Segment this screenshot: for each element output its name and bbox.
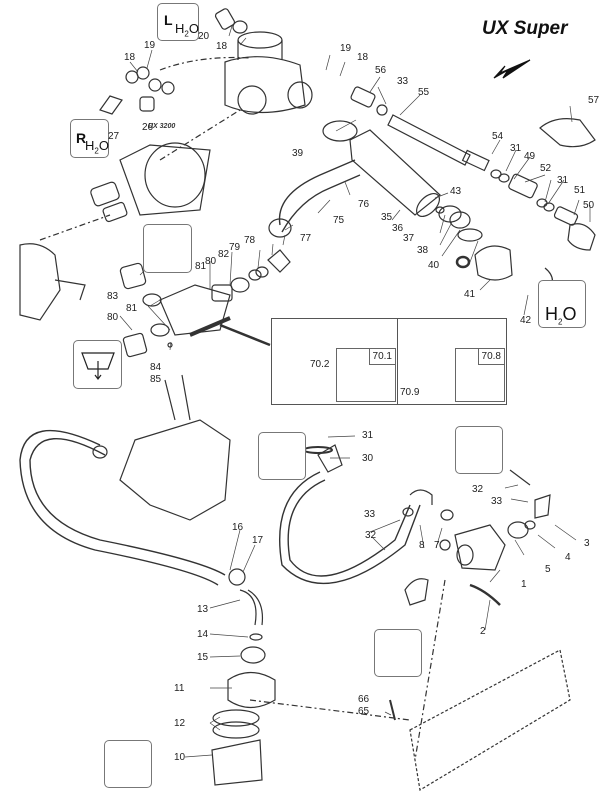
part-label: 39 — [292, 148, 304, 159]
part-label: 1 — [521, 579, 527, 590]
part-label: 3 — [584, 538, 590, 549]
part-label: 37 — [403, 233, 415, 244]
part-label: 14 — [197, 629, 209, 640]
valve-block — [224, 31, 313, 115]
part-label: 54 — [492, 131, 504, 142]
part-label: 19 — [340, 43, 352, 54]
part-label: 81 — [126, 303, 138, 314]
part-label: 11 — [174, 683, 185, 694]
part-label: 80 — [107, 312, 119, 323]
part-label: 49 — [524, 151, 536, 162]
part-label: 52 — [540, 163, 552, 174]
part-label: 2 — [480, 626, 486, 637]
part-label: 18 — [357, 52, 369, 63]
part-label: 18 — [124, 52, 136, 63]
part-label: 19 — [144, 40, 156, 51]
part-label: 32 — [365, 530, 377, 541]
fitting-detail-icon — [143, 224, 192, 273]
model-note: UX 3200 — [148, 123, 176, 130]
part-label: 77 — [300, 233, 312, 244]
part-label: 70.9 — [400, 387, 420, 398]
part-label: 84 — [150, 362, 162, 373]
h2o-label: H2O — [85, 138, 109, 156]
part-label: 36 — [392, 223, 404, 234]
part-label: 17 — [252, 535, 264, 546]
valve-variant-a: 70.1 — [271, 318, 399, 405]
part-label: 81 — [195, 261, 207, 272]
part-label: 13 — [197, 604, 209, 615]
part-label: 70.2 — [310, 359, 330, 370]
part-label: 57 — [588, 95, 600, 106]
part-label: 80 — [205, 256, 217, 267]
part-label: 33 — [397, 76, 409, 87]
part-label: 30 — [362, 453, 374, 464]
spare-kit-b: 70.8 — [455, 348, 505, 402]
direction-arrow-icon — [493, 59, 531, 79]
part-label: 26 — [142, 122, 154, 133]
part-label: 56 — [375, 65, 387, 76]
part-label: 66 — [358, 694, 370, 705]
part-label: 79 — [229, 242, 241, 253]
part-label: 31 — [362, 430, 374, 441]
filter-icon — [258, 432, 306, 480]
part-label: 7 — [434, 540, 440, 551]
part-label: 75 — [333, 215, 345, 226]
part-label: 82 — [218, 249, 230, 260]
part-label: 78 — [244, 235, 256, 246]
h2o-label: H2O — [175, 21, 199, 39]
part-label: 4 — [565, 552, 571, 563]
part-label: 20 — [198, 31, 210, 42]
product-title: UX Super — [482, 18, 568, 39]
part-label: 40 — [428, 260, 440, 271]
part-label: 33 — [491, 496, 503, 507]
right-water-icon: R H2O — [70, 119, 109, 158]
part-label: 8 — [419, 540, 425, 551]
part-label: 16 — [232, 522, 244, 533]
part-label: 50 — [583, 200, 595, 211]
part-label: 15 — [197, 652, 209, 663]
part-label: 27 — [108, 131, 120, 142]
part-label: 76 — [358, 199, 370, 210]
part-label: 38 — [417, 245, 429, 256]
spare-kit-a: 70.1 — [336, 348, 396, 402]
drain-icon — [73, 340, 122, 389]
part-label: 43 — [450, 186, 462, 197]
part-label: 35 — [381, 212, 393, 223]
part-label: 51 — [574, 185, 586, 196]
part-label: 42 — [520, 315, 532, 326]
circulation-icon — [374, 629, 422, 677]
part-label: 65 — [358, 706, 370, 717]
part-label: 12 — [174, 718, 186, 729]
part-label: 83 — [107, 291, 119, 302]
tank-drain-icon — [455, 426, 503, 474]
part-label: 18 — [216, 41, 228, 52]
left-water-icon: L H2O — [157, 3, 199, 41]
h2o-label: H2O — [545, 304, 577, 327]
part-label: 32 — [472, 484, 484, 495]
part-label: 31 — [510, 143, 522, 154]
valve-variant-b: 70.8 — [397, 318, 507, 405]
part-label: 85 — [150, 374, 162, 385]
part-label: 55 — [418, 87, 430, 98]
part-label: 41 — [464, 289, 476, 300]
part-label: 10 — [174, 752, 186, 763]
part-label: 5 — [545, 564, 551, 575]
part-label: 31 — [557, 175, 569, 186]
tank-drain-icon-lower — [104, 740, 152, 788]
part-label: 33 — [364, 509, 376, 520]
water-connection-icon: H2O — [538, 280, 586, 328]
